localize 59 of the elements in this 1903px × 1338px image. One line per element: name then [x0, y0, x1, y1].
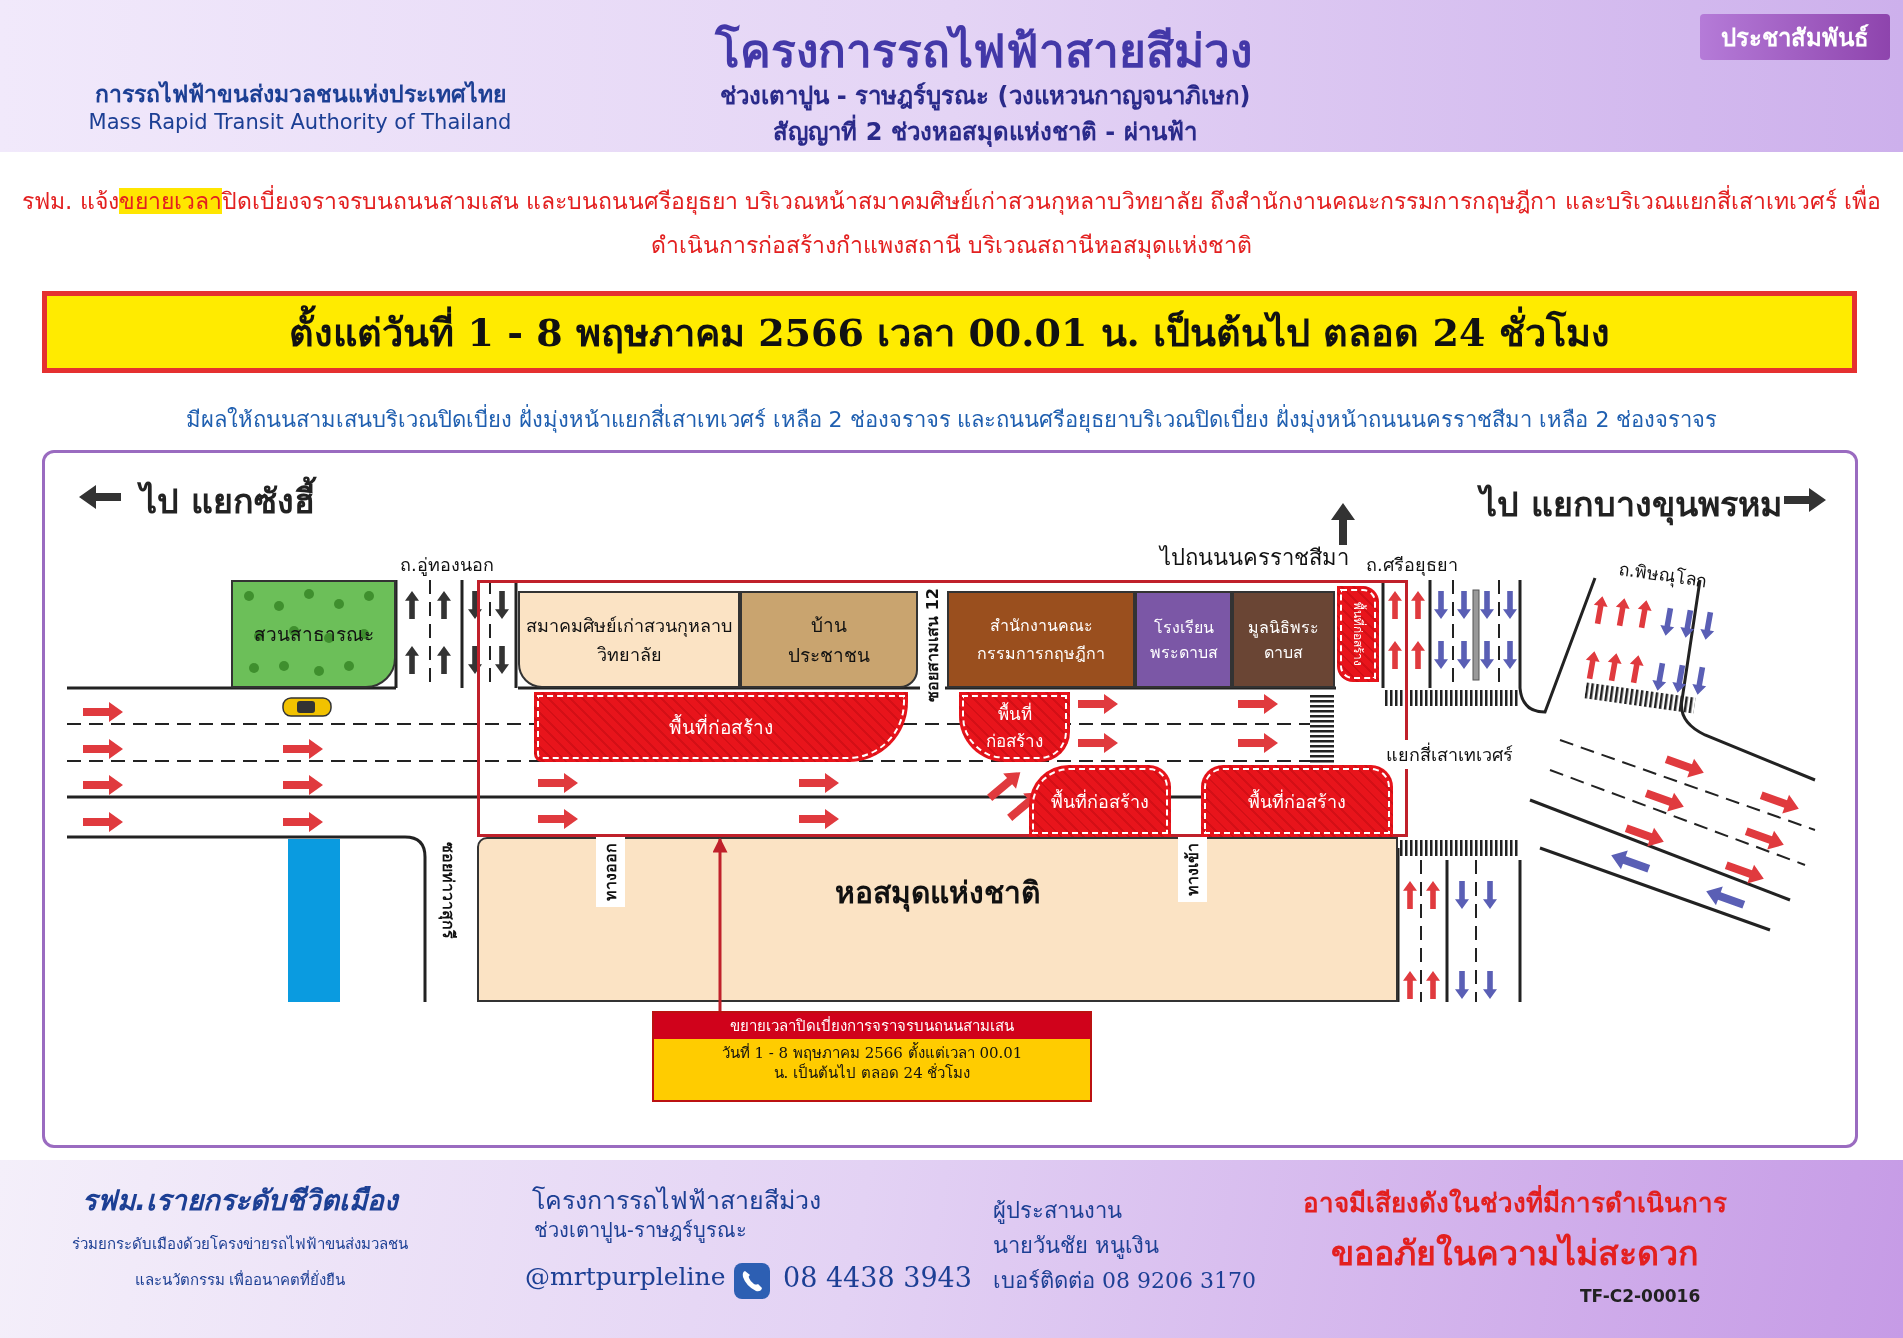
- page-name: ช่วงเตาปูน-ราษฎร์บูรณะ: [534, 1217, 747, 1245]
- date-banner: [42, 291, 1857, 373]
- subtitle: ช่วงเตาปูน - ราษฎร์บูรณะ (วงแหวนกาญจนาภิเษก): [718, 81, 1252, 113]
- building-label: สมาคมศิษย์เก่าสวนกุหลาบวิทยาลัย: [525, 613, 733, 667]
- building-block: [1135, 591, 1232, 688]
- slogan-subtext: ร่วมยกระดับเมืองด้วยโครงข่ายรถไฟฟ้าขนส่งมวลชน และนวัตกรรม เพื่ออนาคตที่ยั่งยืน: [71, 1234, 409, 1291]
- notice-text: มีผลให้ถนนสามเสนบริเวณปิดเบี่ยง ฝั่งมุ่งหน้าแยกสี่เสาเทเวศร์ เหลือ 2 ช่องจราจร และถนนศรีอยุธยาบริเวณปิดเบี่ยง ฝั่งมุ่งหน้าถนนนครราชสีมา เหลือ 2 ช่องจราจร: [20, 402, 1883, 437]
- library-building: [477, 837, 1398, 1002]
- callout-heading: ขยายเวลาปิดเบี่ยงการจราจรบนถนนสามเสน: [654, 1013, 1090, 1039]
- zone-label: พื้นที่ก่อสร้าง: [1349, 602, 1366, 666]
- ribbon-banner: [1700, 14, 1890, 60]
- building-label: สำนักงานคณะกรรมการกฤษฎีกา: [976, 615, 1106, 665]
- zone-label: พื้นที่ก่อสร้าง: [985, 701, 1044, 753]
- date-text: ตั้งแต่วันที่ 1 - 8 พฤษภาคม 2566 เวลา 00.01 น. เป็นต้นไป ตลอด 24 ชั่วโมง: [289, 301, 1610, 363]
- ribbon-text: ประชาสัมพันธ์: [1721, 22, 1869, 54]
- road-label: ซอยสามเสน 12: [920, 588, 945, 702]
- building-label: หอสมุดแห่งชาติ: [835, 874, 1040, 914]
- building-block: [1232, 591, 1335, 688]
- road-label: ซอยท่าวาสุกรี: [437, 842, 459, 939]
- callout-box: [652, 1011, 1092, 1102]
- building-block: [518, 591, 740, 688]
- zone-label: พื้นที่ก่อสร้าง: [669, 713, 773, 740]
- area-label: สวนสาธารณะ: [253, 622, 374, 647]
- slogan-text: รฟม.เรายกระดับชีวิตเมือง: [81, 1183, 401, 1219]
- entrance-label: ทางออก: [596, 837, 625, 907]
- page-name: โครงการรถไฟฟ้าสายสีม่วง: [532, 1185, 821, 1217]
- organization-name: Mass Rapid Transit Authority of Thailand: [87, 110, 513, 134]
- zone-label: พื้นที่ก่อสร้าง: [1248, 788, 1346, 814]
- intersection-label: แยกสี่เสาเทเวศร์: [1386, 740, 1513, 769]
- road-label: ถ.อู่ทองนอก: [400, 553, 494, 578]
- contact-text: ผู้ประสานงาน: [993, 1197, 1122, 1226]
- road-label: ถ.ศรีอยุธยา: [1366, 553, 1458, 578]
- notice-text: ขออภัยในความไม่สะดวก: [1330, 1232, 1700, 1275]
- zone-label: พื้นที่ก่อสร้าง: [1051, 788, 1149, 814]
- building-label: บ้านประชาชน: [787, 612, 871, 668]
- contact-text: นายวันชัย หนูเงิน: [993, 1232, 1159, 1261]
- construction-zone: [1029, 765, 1171, 837]
- account-name: @mrtpurpleline: [525, 1262, 726, 1291]
- notice-text: อาจมีเสียงดังในช่วงที่มีการดำเนินการ: [1270, 1182, 1760, 1223]
- callout-text: วันที่ 1 - 8 พฤษภาคม 2566 ตั้งแต่เวลา 00.01 น. เป็นต้นไป ตลอด 24 ชั่วโมง: [654, 1039, 1090, 1100]
- building-label: โรงเรียนพระดาบส: [1148, 616, 1219, 664]
- leader-arrow: [712, 837, 728, 1011]
- building-label: มูลนิธิพระดาบส: [1247, 616, 1320, 664]
- road-label: ไปถนนนครราชสีมา: [1160, 544, 1349, 572]
- construction-zone: [1201, 765, 1393, 837]
- subtitle: สัญญาที่ 2 ช่วงหอสมุดแห่งชาติ - ผ่านฟ้า: [620, 112, 1350, 151]
- building-block: [740, 591, 918, 688]
- construction-zone: [1337, 586, 1379, 682]
- road-label: ถ.พิษณุโลก: [1616, 556, 1710, 594]
- contact-text: เบอร์ติดต่อ 08 9206 3170: [993, 1267, 1256, 1295]
- document-code: TF-C2-00016: [1580, 1286, 1701, 1306]
- phone-number: 08 4438 3943: [783, 1262, 972, 1293]
- entrance-label: ทางเข้า: [1178, 837, 1207, 902]
- organization-name: การรถไฟฟ้าขนส่งมวลชนแห่งประเทศไทย: [93, 80, 507, 109]
- construction-zone: [959, 692, 1070, 762]
- park-area: [231, 580, 396, 688]
- construction-zone: [534, 692, 908, 762]
- building-block: [947, 591, 1135, 688]
- title: โครงการรถไฟฟ้าสายสีม่วง: [713, 23, 1253, 80]
